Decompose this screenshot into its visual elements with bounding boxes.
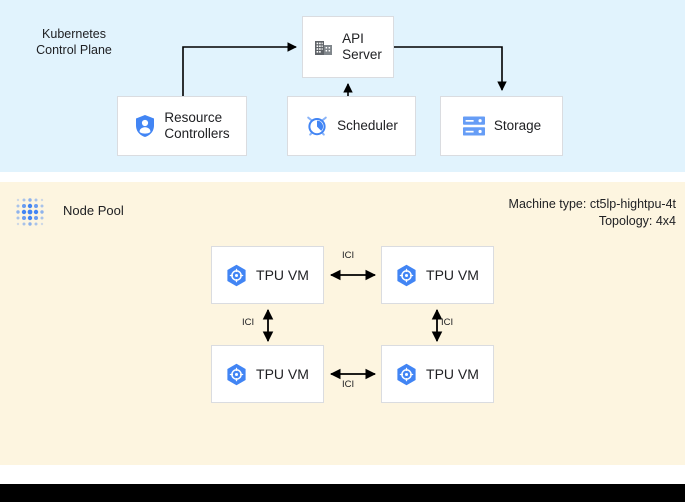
bottom-bar [0,484,685,502]
node-box-resource-controllers[interactable]: Resource Controllers [117,96,247,156]
tpu-vm-label: TPU VM [256,366,309,382]
node-pool-panel [0,182,685,465]
node-pool-machine-info: Machine type: ct5lp-hightpu-4t Topology:… [509,196,676,230]
tpu-vm-label: TPU VM [256,267,309,283]
tpu-vm-box[interactable]: TPU VM [211,246,324,304]
ici-link-label: ICI [441,317,454,328]
ici-link-label: ICI [242,317,255,328]
node-box-scheduler[interactable]: Scheduler [287,96,416,156]
building-icon [314,37,334,57]
node-label-api-server: API Server [342,31,382,62]
node-label-resource-controllers: Resource Controllers [164,110,230,141]
tpu-hexagon-icon [226,363,247,386]
node-pool-label: Node Pool [63,203,124,218]
alarm-clock-icon [305,114,329,138]
node-box-api-server[interactable]: API Server [302,16,394,78]
tpu-vm-label: TPU VM [426,366,479,382]
ici-link-label: ICI [342,379,355,390]
ici-link-label: ICI [342,250,355,261]
tpu-hexagon-icon [396,363,417,386]
tpu-vm-label: TPU VM [426,267,479,283]
tpu-vm-box[interactable]: TPU VM [381,246,494,304]
control-plane-title: Kubernetes Control Plane [36,27,112,57]
shield-user-icon [134,114,156,138]
dot-matrix-icon [13,195,51,229]
node-box-storage[interactable]: Storage [440,96,563,156]
tpu-vm-box[interactable]: TPU VM [211,345,324,403]
tpu-vm-box[interactable]: TPU VM [381,345,494,403]
tpu-hexagon-icon [226,264,247,287]
machine-type-text: Machine type: ct5lp-hightpu-4t [508,197,676,211]
node-label-scheduler: Scheduler [337,118,398,133]
node-label-storage: Storage [493,118,542,133]
tpu-hexagon-icon [396,264,417,287]
topology-text: Topology: 4x4 [598,214,676,228]
server-rack-icon [462,115,486,137]
